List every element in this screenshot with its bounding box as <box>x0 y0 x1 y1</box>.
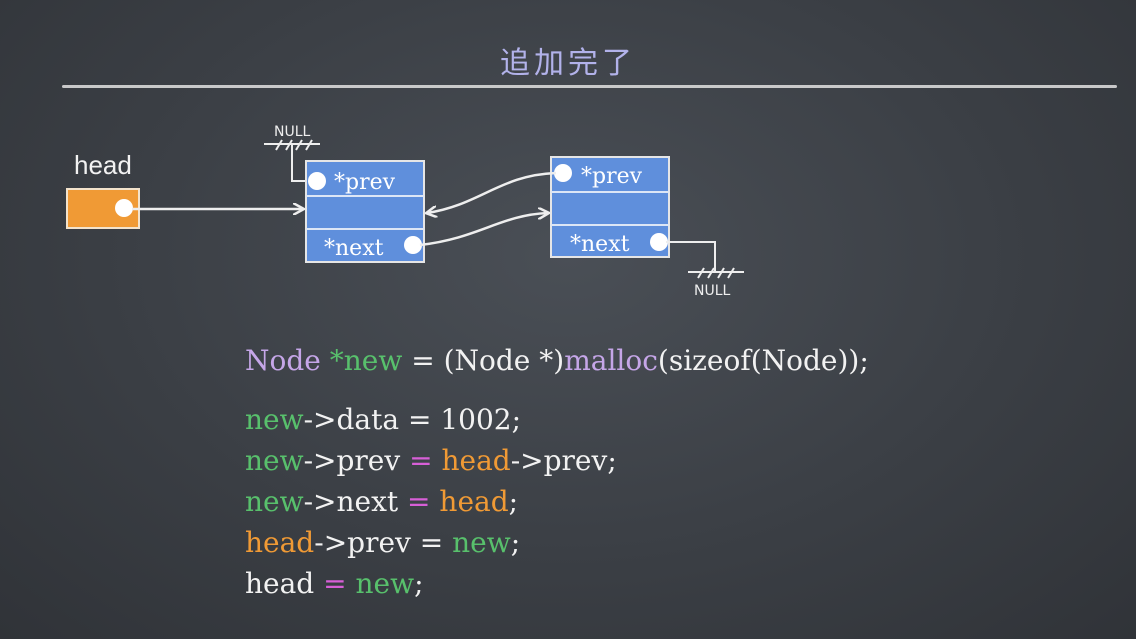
code-token-text: ->prev = <box>314 526 453 559</box>
code-block: Node *new = (Node *)malloc(sizeof(Node))… <box>245 340 869 604</box>
node-2-prev-arrow <box>427 171 557 213</box>
head-pointer-dot <box>115 199 133 217</box>
title-divider <box>62 85 1117 88</box>
code-line-malloc: Node *new = (Node *)malloc(sizeof(Node))… <box>245 340 869 381</box>
node-1-next-label: *next <box>324 236 384 261</box>
code-token-decl: *new <box>320 344 403 377</box>
code-token-text: ->prev <box>303 444 410 477</box>
node-1-next-dot <box>404 236 422 254</box>
code-token-op: = <box>409 444 433 477</box>
code-line-prev: new->prev = head->prev; <box>245 440 869 481</box>
code-token-fn: malloc <box>564 344 658 377</box>
node-2-prev-dot <box>554 164 572 182</box>
code-token-text: head <box>245 567 324 600</box>
code-token-rest: ->data = 1002; <box>303 403 522 436</box>
node-2-next-dot <box>650 233 668 251</box>
node-1-prev-dot <box>308 172 326 190</box>
code-token-var: new <box>452 526 511 559</box>
code-token-tail: (sizeof(Node)); <box>657 344 869 377</box>
code-token-text: ; <box>510 526 521 559</box>
code-line-next: new->next = head; <box>245 481 869 522</box>
code-line-head-prev: head->prev = new; <box>245 522 869 563</box>
node-2-prev-label: *prev <box>581 164 643 189</box>
code-token-text: ; <box>414 567 424 600</box>
code-token-var: new <box>245 444 304 477</box>
code-token-head: head <box>245 526 315 559</box>
code-token-text: ; <box>508 485 519 518</box>
code-token-var: new <box>245 403 304 436</box>
code-token-var: new <box>346 567 415 600</box>
node-2-next-label: *next <box>570 232 630 257</box>
code-token-op: = <box>323 567 347 600</box>
code-token-head: head <box>430 485 509 518</box>
code-token-cast: = (Node *) <box>402 344 565 377</box>
null-top-ground <box>264 139 320 182</box>
code-line-head-assign: head = new; <box>245 563 869 604</box>
code-token-text: ->prev; <box>510 444 617 477</box>
head-label: head <box>74 150 132 180</box>
code-line-data: new->data = 1002; <box>245 399 869 440</box>
code-token-var: new <box>245 485 304 518</box>
code-token-head: head <box>432 444 511 477</box>
node-1-next-arrow <box>419 213 548 247</box>
null-bottom-label: NULL <box>694 283 731 299</box>
code-token-text: ->next <box>303 485 408 518</box>
code-token-type: Node <box>245 344 321 377</box>
node-1-prev-label: *prev <box>334 170 396 195</box>
null-bottom-ground <box>666 241 744 279</box>
null-top-label: NULL <box>274 124 311 140</box>
slide-title: 追加完了 <box>500 46 636 81</box>
code-token-op: = <box>407 485 431 518</box>
